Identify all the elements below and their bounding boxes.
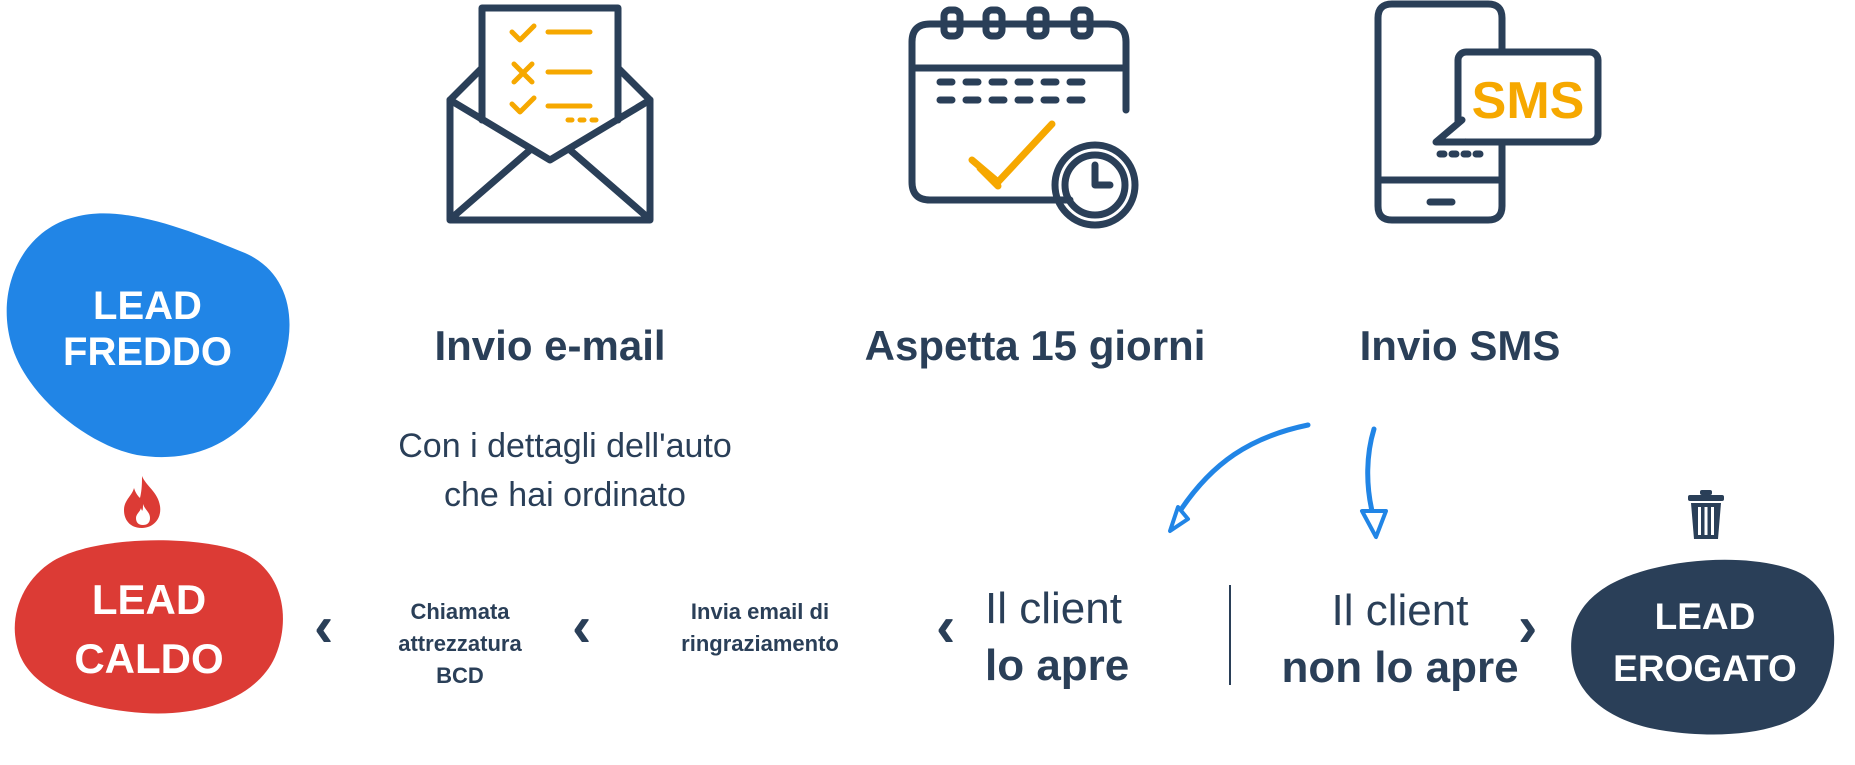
lead-hot-blob: LEAD CALDO	[13, 535, 285, 715]
lead-cold-blob: LEAD FREDDO	[5, 205, 290, 460]
open-envelope-checklist-icon	[446, 4, 654, 224]
calendar-check-clock-icon	[908, 6, 1139, 229]
chevron-left-icon: ‹	[314, 594, 334, 659]
action-call-line2: attrezzatura	[398, 630, 522, 656]
action-call-line3: BCD	[436, 662, 484, 688]
lead-hot-line1: LEAD	[91, 576, 207, 623]
action-thanks-line1: Invia email di	[690, 599, 830, 624]
phone-sms-bubble-icon: SMS	[1374, 0, 1602, 224]
step-email-subtitle-line1: Con i dettagli dell'auto	[398, 427, 732, 465]
outcome-not-opens-line2: non lo apre	[1281, 643, 1519, 693]
outcome-opens-line2: lo apre	[985, 641, 1130, 691]
lead-hot-line2: CALDO	[74, 634, 224, 682]
action-thanks-line2: ringraziamento	[681, 630, 839, 656]
step-email-title: Invio e-mail	[434, 322, 666, 369]
branch-arrows	[1168, 422, 1388, 539]
arrow-to-not-opens	[1365, 426, 1377, 514]
lead-delivered-line1: LEAD	[1654, 596, 1756, 637]
action-call: Chiamata attrezzatura BCD	[370, 596, 550, 692]
action-call-line1: Chiamata	[410, 599, 510, 624]
outcome-divider	[1229, 585, 1231, 685]
step-wait-title: Aspetta 15 giorni	[864, 322, 1206, 369]
step-email-subtitle-line2: che hai ordinato	[444, 476, 686, 515]
chevron-right-icon: ›	[1518, 594, 1538, 659]
lead-delivered-line2: EROGATO	[1613, 647, 1797, 689]
outcome-opens: Il client lo apre	[985, 580, 1165, 694]
step-sms-title: Invio SMS	[1359, 322, 1561, 369]
chevron-left-icon: ‹	[572, 594, 592, 659]
outcome-not-opens: Il client non lo apre	[1260, 582, 1540, 696]
chevron-left-icon: ‹	[936, 594, 956, 659]
trash-icon	[1686, 489, 1726, 546]
outcome-not-opens-line1: Il client	[1331, 586, 1469, 635]
outcome-opens-line1: Il client	[985, 584, 1122, 633]
fire-icon	[122, 474, 164, 533]
sms-icon-text: SMS	[1472, 72, 1585, 130]
arrow-to-opens	[1177, 422, 1311, 514]
lead-cold-line1: LEAD	[93, 284, 202, 328]
lead-delivered-blob: LEAD EROGATO	[1570, 555, 1840, 735]
action-thanks: Invia email di ringraziamento	[640, 596, 880, 660]
step-email-subtitle: Con i dettagli dell'auto che hai ordinat…	[355, 422, 775, 521]
lead-cold-line2: FREDDO	[63, 330, 232, 374]
